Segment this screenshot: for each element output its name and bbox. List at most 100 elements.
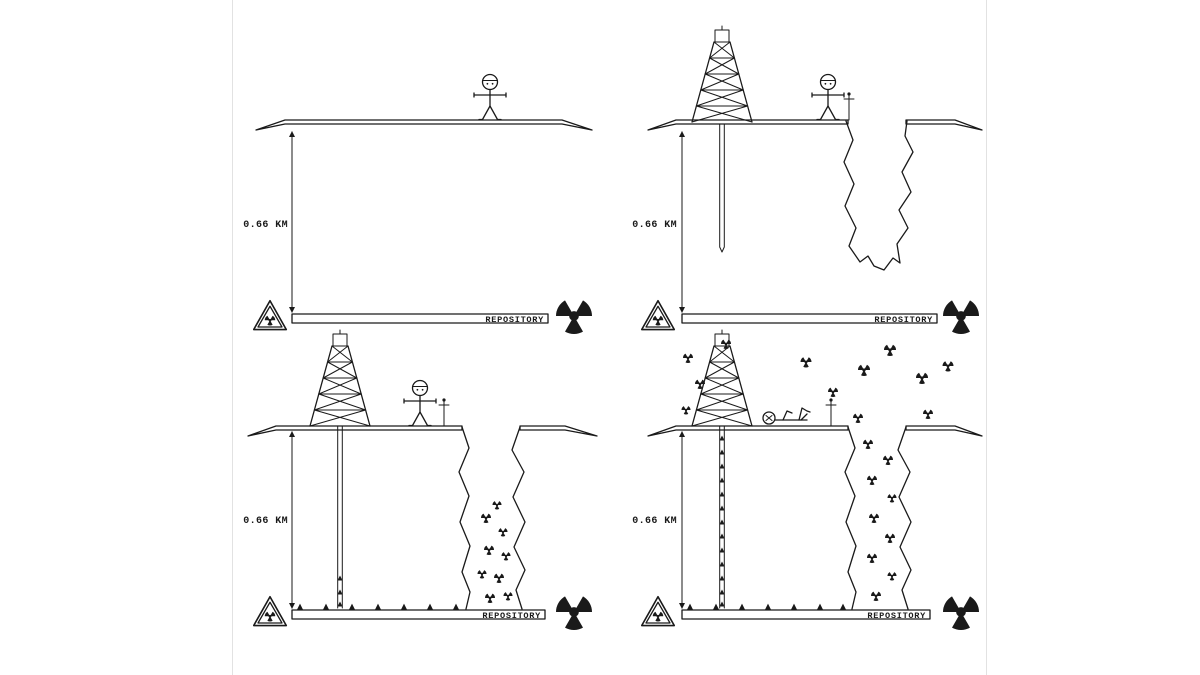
contamination-trefoil-icon — [916, 372, 928, 384]
contamination-trefoil-icon — [853, 413, 863, 423]
ground-surface-left — [647, 119, 849, 131]
contamination-triangle-icon — [719, 589, 725, 595]
contamination-trefoil-icon — [503, 592, 513, 601]
contamination-triangle-icon — [839, 603, 847, 610]
contamination-triangle-icon — [400, 603, 408, 610]
drill-pipe — [719, 425, 725, 609]
ground-surface-right — [905, 425, 983, 437]
contamination-triangle-icon — [686, 603, 694, 610]
repository-bar — [291, 609, 546, 620]
panel-radioactive-release: 0.66 KM REPOSITORY — [632, 329, 983, 630]
contamination-triangle-icon — [790, 603, 798, 610]
borehole-contamination — [719, 435, 725, 607]
contamination-triangle-icon — [719, 575, 725, 581]
repository-label: REPOSITORY — [485, 315, 544, 325]
contamination-triangle-icon — [296, 603, 304, 610]
contamination-trefoil-icon — [923, 409, 933, 419]
contamination-triangle-icon — [719, 547, 725, 553]
repository-bar — [291, 313, 549, 324]
radiation-trefoil-icon — [943, 300, 979, 334]
contamination-trefoil-icon — [884, 344, 896, 356]
repository-label: REPOSITORY — [874, 315, 933, 325]
contamination-trefoil-icon — [484, 545, 494, 555]
contamination-trefoil-icon — [858, 364, 870, 376]
ground-surface-right — [905, 119, 983, 131]
dead-figure — [762, 407, 811, 425]
contamination-triangle-icon — [719, 601, 725, 607]
stick-figure — [811, 73, 845, 121]
page-edge-line — [986, 0, 987, 675]
contamination-triangle-icon — [719, 505, 725, 511]
depth-arrow-down-icon — [679, 307, 685, 313]
drill-derrick — [309, 329, 371, 427]
contamination-trefoil-icon — [498, 528, 508, 537]
warning-triangle-icon — [642, 597, 675, 626]
fissure-contamination — [863, 439, 897, 601]
marker-stake — [438, 397, 450, 427]
drill-derrick — [691, 25, 753, 123]
contamination-triangle-icon — [452, 603, 460, 610]
depth-label: 0.66 KM — [632, 516, 677, 527]
depth-label: 0.66 KM — [243, 220, 288, 231]
contamination-triangle-icon — [738, 603, 746, 610]
contamination-trefoil-icon — [883, 455, 893, 465]
contamination-triangle-icon — [348, 603, 356, 610]
contamination-trefoil-icon — [681, 406, 691, 415]
drill-pipe — [337, 425, 343, 609]
contamination-trefoil-icon — [885, 533, 895, 543]
contamination-triangle-icon — [719, 435, 725, 441]
radiation-trefoil-icon — [943, 596, 979, 630]
contamination-triangle-icon — [719, 561, 725, 567]
contamination-trefoil-icon — [887, 494, 897, 503]
stick-figure — [473, 73, 507, 121]
contamination-trefoil-icon — [867, 553, 877, 563]
drill-derrick — [691, 329, 753, 427]
contamination-triangle-icon — [816, 603, 824, 610]
ground-surface-left — [247, 425, 463, 437]
depth-label: 0.66 KM — [632, 220, 677, 231]
depth-label: 0.66 KM — [243, 516, 288, 527]
radiation-trefoil-icon — [556, 300, 592, 334]
repository-label: REPOSITORY — [482, 611, 541, 621]
contamination-trefoil-icon — [492, 501, 502, 510]
panel-site-undisturbed: 0.66 KM REPOSITORY — [243, 73, 593, 334]
ground-surface — [255, 119, 593, 131]
warning-triangle-icon — [254, 597, 287, 626]
contamination-triangle-icon — [322, 603, 330, 610]
repository-label: REPOSITORY — [867, 611, 926, 621]
contamination-trefoil-icon — [942, 361, 954, 372]
panel-drilling-and-fissure: 0.66 KM REPOSITORY — [632, 25, 983, 334]
contamination-triangle-icon — [337, 601, 343, 607]
contamination-trefoil-icon — [863, 439, 873, 449]
contamination-triangle-icon — [719, 491, 725, 497]
repository-surface-contamination — [686, 603, 847, 610]
fissure-left-wall — [458, 426, 471, 610]
contamination-trefoil-icon — [683, 353, 693, 363]
depth-arrow-down-icon — [289, 603, 295, 609]
contamination-trefoil-icon — [485, 593, 495, 603]
warning-triangle-icon — [642, 301, 675, 330]
contamination-trefoil-icon — [477, 570, 487, 579]
contamination-trefoil-icon — [887, 572, 897, 581]
radiation-trefoil-icon — [556, 596, 592, 630]
contamination-triangle-icon — [719, 449, 725, 455]
depth-arrow-up-icon — [289, 431, 295, 437]
contamination-trefoil-icon — [869, 513, 879, 523]
contamination-triangle-icon — [719, 463, 725, 469]
depth-arrow-up-icon — [679, 131, 685, 137]
fissure — [843, 120, 914, 271]
contamination-trefoil-icon — [871, 591, 881, 601]
contamination-trefoil-icon — [828, 387, 838, 397]
repository-bar — [681, 313, 938, 324]
contamination-triangle-icon — [719, 477, 725, 483]
depth-arrow-down-icon — [679, 603, 685, 609]
marker-stake — [825, 397, 837, 427]
depth-arrow-up-icon — [289, 131, 295, 137]
depth-arrow-up-icon — [679, 431, 685, 437]
contamination-trefoil-icon — [867, 475, 877, 485]
contamination-triangle-icon — [712, 603, 720, 610]
depth-arrow-down-icon — [289, 307, 295, 313]
repository-bar — [681, 609, 931, 620]
